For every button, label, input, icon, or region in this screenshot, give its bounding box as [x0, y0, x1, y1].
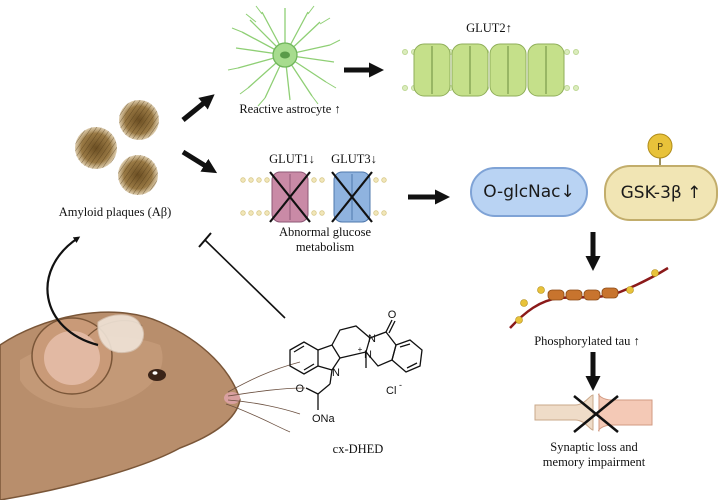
amyloid-plaques-label: Amyloid plaques (Aβ)	[58, 205, 172, 219]
astrocyte-illustration	[227, 5, 341, 107]
phosphate-badge: P	[647, 133, 673, 166]
atom-o-carbonyl: O	[388, 309, 397, 321]
glut2-transporter	[402, 43, 579, 97]
o-glcnac-label: O-glcNac↓	[483, 182, 575, 202]
phospho-badge-label: P	[657, 142, 663, 153]
glut3-label: GLUT3↓	[331, 152, 377, 166]
reactive-astrocyte-label: Reactive astrocyte ↑	[239, 102, 341, 116]
plaque-1	[75, 127, 117, 169]
cx-dhed-atoms: O N N + N Cl - O ONa	[295, 309, 402, 425]
inhibition-line	[204, 239, 286, 319]
glut2-label: GLUT2↑	[466, 21, 512, 35]
synaptic-loss-line2: memory impairment	[542, 455, 646, 469]
o-glcnac-node: O-glcNac↓	[470, 167, 588, 217]
atom-cl-minus: -	[399, 380, 402, 390]
atom-cl: Cl	[386, 385, 396, 397]
plaque-2	[119, 100, 159, 140]
phosphorylated-tau-label: Phosphorylated tau ↑	[534, 334, 640, 348]
gsk3b-node: GSK-3β ↑	[604, 165, 718, 221]
atom-n-plus: N	[364, 349, 372, 361]
glut1-transporter	[240, 171, 325, 223]
compound-name-label: cx-DHED	[332, 442, 384, 456]
abnormal-glucose-line2: metabolism	[295, 240, 355, 254]
synapse-illustration	[534, 393, 653, 433]
atom-n-top: N	[368, 333, 376, 345]
synaptic-loss-line1: Synaptic loss and	[550, 440, 638, 454]
arrows	[181, 62, 601, 391]
gsk3b-label: GSK-3β ↑	[620, 183, 702, 203]
amyloid-plaques	[75, 100, 159, 195]
arrow-to-astrocyte	[181, 94, 215, 122]
cx-dhed-structure	[289, 319, 423, 410]
inhibition-bar	[198, 232, 212, 248]
atom-plus: +	[358, 345, 363, 354]
mouse-illustration	[0, 236, 306, 500]
arrow-to-glut	[181, 149, 218, 174]
glut1-label: GLUT1↓	[269, 152, 315, 166]
plaque-3	[118, 155, 158, 195]
atom-n-indole: N	[332, 367, 340, 379]
atom-o-ester: O	[295, 383, 304, 395]
glut3-transporter	[331, 171, 387, 223]
abnormal-glucose-line1: Abnormal glucose	[279, 225, 371, 239]
atom-ona: ONa	[312, 413, 336, 425]
phosphorylated-tau	[509, 266, 669, 329]
